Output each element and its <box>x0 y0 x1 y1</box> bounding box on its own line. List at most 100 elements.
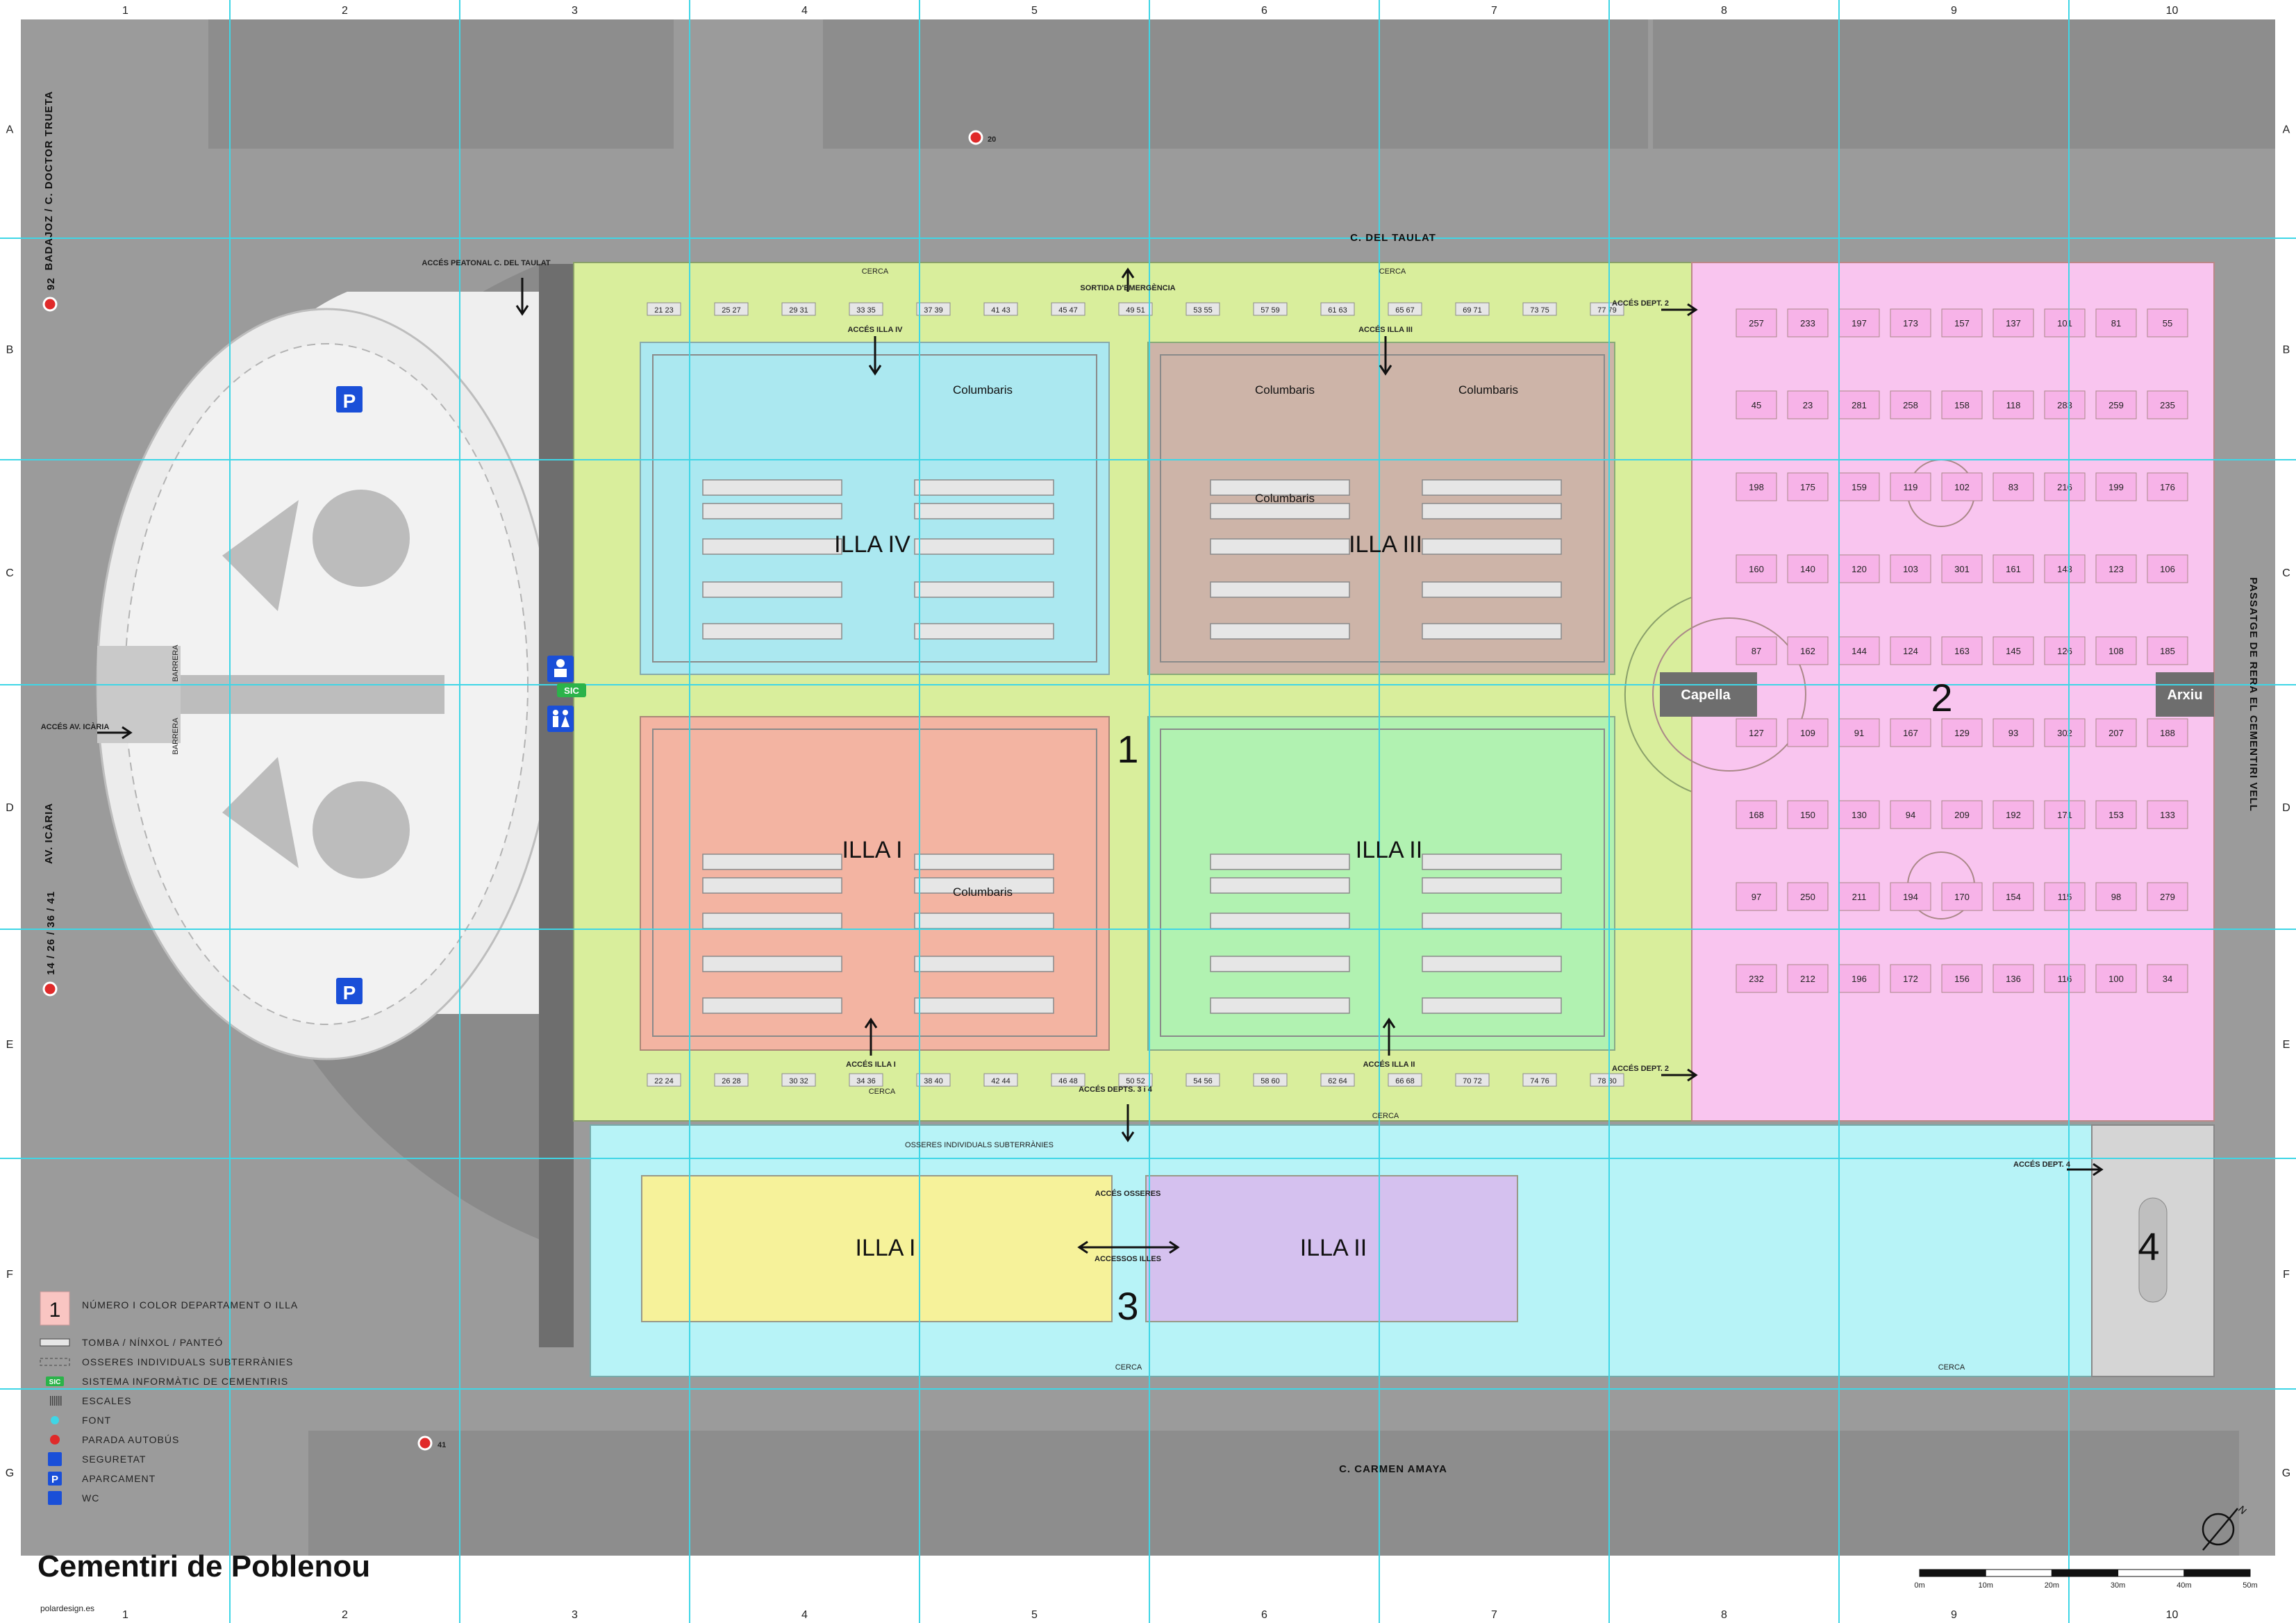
illa-path <box>1160 354 1605 663</box>
dept2-plot-label: 161 <box>2006 564 2021 574</box>
dept2-plot-label: 196 <box>1852 974 1867 984</box>
illa-iv-label: ILLA IV <box>834 531 910 558</box>
dept2-plot <box>2095 308 2137 338</box>
legend-swatch-sic-label: SIC <box>49 1379 61 1386</box>
legend-label: OSSERES INDIVIDUALS SUBTERRÀNIES <box>82 1356 293 1367</box>
perimeter-plot-label: 50 52 <box>1126 1077 1145 1085</box>
dept2-plot <box>1736 964 1777 993</box>
perimeter-plot-label: 42 44 <box>991 1077 1010 1085</box>
columbaris-iii-a: Columbaris <box>1255 383 1315 397</box>
perimeter-plot <box>781 1073 816 1087</box>
dept2-plot-label: 212 <box>1800 974 1815 984</box>
plot-row <box>1210 877 1350 894</box>
legend-item-wc: WC <box>48 1491 99 1505</box>
dept2-plot-label: 97 <box>1752 892 1761 902</box>
dept2-plot-label: 34 <box>2163 974 2172 984</box>
perimeter-plot <box>1522 302 1557 316</box>
chapel-plaza <box>1624 596 1692 793</box>
grid-row-label-right: E <box>2283 1039 2290 1051</box>
dept2-plot-label: 91 <box>1854 728 1864 738</box>
perimeter-plot-label: 66 68 <box>1395 1077 1415 1085</box>
dept2-plot-label: 162 <box>1800 646 1815 656</box>
parking-icon-north: P <box>336 386 363 413</box>
dept2-plot <box>2044 882 2086 911</box>
grid-row-label-left: G <box>6 1467 14 1479</box>
svg-text:ACCÉS DEPT. 4: ACCÉS DEPT. 4 <box>2013 1160 2071 1169</box>
street-west-upper: BADAJOZ / C. DOCTOR TRUETA <box>43 91 55 271</box>
plot-row <box>702 503 842 519</box>
plot-row <box>1422 503 1562 519</box>
dept2-plot-label: 120 <box>1852 564 1867 574</box>
grid-col-label-bottom: 10 <box>2166 1609 2179 1621</box>
building-block-ne <box>1653 19 2275 149</box>
scale-segment <box>2118 1569 2185 1577</box>
dept2-plot-label: 188 <box>2160 728 2175 738</box>
grid-col-label-bottom: 4 <box>801 1609 808 1621</box>
dept2-plot-label: 136 <box>2006 974 2021 984</box>
dept2-plot-label: 103 <box>1903 564 1918 574</box>
dept2-plot <box>2095 554 2137 583</box>
dept2-plot <box>1890 882 1931 911</box>
plot-row <box>914 503 1054 519</box>
dept2-plot <box>1787 472 1829 501</box>
dept2-plot <box>2044 636 2086 665</box>
dept2-plot-label: 55 <box>2163 318 2172 328</box>
dept2-plot <box>1993 390 2034 419</box>
plot-row <box>1210 956 1350 972</box>
dept2-plot-label: 232 <box>1749 974 1764 984</box>
svg-text:P: P <box>343 982 356 1004</box>
dept2-plot <box>2147 636 2188 665</box>
dept2-plot-label: 173 <box>1903 318 1918 328</box>
perimeter-plot-label: 21 23 <box>654 306 674 315</box>
wc-icon <box>547 706 574 732</box>
illa-i-label: ILLA I <box>842 837 903 863</box>
perimeter-plot <box>1118 302 1153 316</box>
capella-label: Capella <box>1681 688 1731 703</box>
legend-swatch-tomba <box>40 1338 70 1347</box>
dept2-plot <box>2044 718 2086 747</box>
legend-swatch-dept <box>40 1291 70 1326</box>
dept2-plot <box>2095 390 2137 419</box>
scale-tick-label: 30m <box>2111 1581 2125 1590</box>
legend-swatch-stair <box>50 1396 51 1406</box>
access-emergencia: SORTIDA D'EMERGÈNCIA <box>1080 267 1176 292</box>
dept2-plot <box>1838 718 1880 747</box>
dept2-plot <box>1787 882 1829 911</box>
plot-row <box>1210 538 1350 555</box>
perimeter-plot-label: 53 55 <box>1193 306 1213 315</box>
perimeter-plot <box>1455 1073 1490 1087</box>
dept2-plot-label: 101 <box>2057 318 2072 328</box>
perimeter-plot-label: 41 43 <box>991 306 1010 315</box>
perimeter-plot-label: 57 59 <box>1261 306 1280 315</box>
dept2-plot <box>1787 964 1829 993</box>
plot-row <box>1210 854 1350 870</box>
security-icon <box>547 656 574 682</box>
perimeter-plot-label: 33 35 <box>856 306 876 315</box>
plot-row <box>914 877 1054 894</box>
dept2-plot-label: 81 <box>2111 318 2121 328</box>
plot-row <box>1422 877 1562 894</box>
dept2-plot-label: 167 <box>1903 728 1918 738</box>
legend-swatch-label: 1 <box>49 1299 61 1322</box>
svg-text:41: 41 <box>438 1441 446 1449</box>
svg-text:P: P <box>343 390 356 412</box>
dept2-plot <box>1890 800 1931 829</box>
dept2-plot <box>1993 882 2034 911</box>
plot-row <box>1422 581 1562 598</box>
dept2-plot <box>2044 390 2086 419</box>
grid-col-label-top: 8 <box>1721 5 1727 17</box>
dept2-plot <box>1838 472 1880 501</box>
dept2-plot <box>1838 308 1880 338</box>
perimeter-plot <box>1455 302 1490 316</box>
legend-swatch-stair <box>54 1396 56 1406</box>
dept2-plot-label: 207 <box>2108 728 2124 738</box>
grid-row-label-right: D <box>2282 802 2290 814</box>
chapel-circle <box>1652 617 1806 772</box>
dept2-plot-label: 171 <box>2057 810 2072 820</box>
dept1-number: 1 <box>1117 727 1138 771</box>
access-dept2-bottom: ACCÉS DEPT. 2 <box>1612 1064 1698 1082</box>
svg-text:ACCÉS DEPT. 2: ACCÉS DEPT. 2 <box>1612 299 1669 308</box>
